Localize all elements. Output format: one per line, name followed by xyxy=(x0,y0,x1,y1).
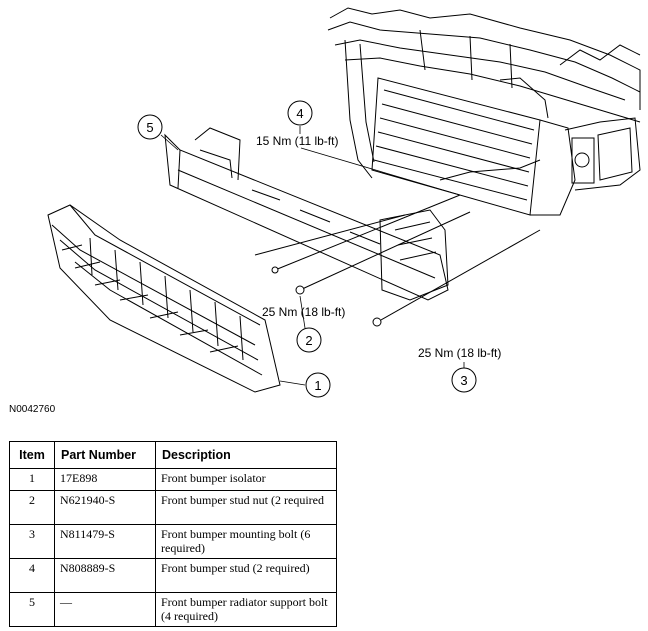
cell-item: 2 xyxy=(9,490,55,525)
radiator-support-frame xyxy=(327,7,641,301)
fasteners xyxy=(254,194,541,327)
table-row: 1 17E898 Front bumper isolator xyxy=(9,468,337,491)
cell-item: 3 xyxy=(9,524,55,559)
torque-label-3: 25 Nm (18 lb-ft) xyxy=(418,346,501,360)
svg-text:5: 5 xyxy=(146,120,153,135)
leader-lines xyxy=(160,126,465,386)
torque-label-4: 15 Nm (11 lb-ft) xyxy=(256,134,338,148)
svg-text:3: 3 xyxy=(460,373,467,388)
cell-item: 1 xyxy=(9,468,55,491)
cell-description: Front bumper stud nut (2 required xyxy=(155,490,337,525)
callout-5: 5 xyxy=(137,114,163,140)
callout-3: 3 25 Nm (18 lb-ft) xyxy=(418,346,501,393)
cell-description: Front bumper stud (2 required) xyxy=(155,558,337,593)
cell-part-number: N808889-S xyxy=(54,558,156,593)
callout-1: 1 xyxy=(305,372,331,398)
bumper-beam xyxy=(164,127,449,301)
table-row: 5 — Front bumper radiator support bolt (… xyxy=(9,592,337,627)
cell-part-number: 17E898 xyxy=(54,468,156,491)
torque-label-2: 25 Nm (18 lb-ft) xyxy=(262,305,345,319)
table-row: 2 N621940-S Front bumper stud nut (2 req… xyxy=(9,490,337,525)
svg-text:1: 1 xyxy=(314,378,321,393)
svg-text:2: 2 xyxy=(305,333,312,348)
cell-description: Front bumper isolator xyxy=(155,468,337,491)
parts-table: Item Part Number Description 1 17E898 Fr… xyxy=(9,441,337,627)
figure-reference-code: N0042760 xyxy=(9,404,56,415)
header-part-number: Part Number xyxy=(54,441,156,469)
table-header-row: Item Part Number Description xyxy=(9,441,337,469)
cell-part-number: N621940-S xyxy=(54,490,156,525)
cell-part-number: — xyxy=(54,592,156,627)
header-item: Item xyxy=(9,441,55,469)
cell-item: 5 xyxy=(9,592,55,627)
table-row: 4 N808889-S Front bumper stud (2 require… xyxy=(9,558,337,593)
bumper-exploded-diagram: 1 2 25 Nm (18 lb-ft) 3 25 Nm (18 lb-ft) … xyxy=(9,7,641,415)
svg-text:4: 4 xyxy=(296,106,303,121)
cell-description: Front bumper mounting bolt (6 required) xyxy=(155,524,337,559)
table-row: 3 N811479-S Front bumper mounting bolt (… xyxy=(9,524,337,559)
callout-2: 2 25 Nm (18 lb-ft) xyxy=(262,305,345,353)
bumper-isolator xyxy=(47,204,281,393)
cell-part-number: N811479-S xyxy=(54,524,156,559)
cell-item: 4 xyxy=(9,558,55,593)
cell-description: Front bumper radiator support bolt (4 re… xyxy=(155,592,337,627)
callout-4: 4 15 Nm (11 lb-ft) xyxy=(256,100,338,148)
header-description: Description xyxy=(155,441,337,469)
